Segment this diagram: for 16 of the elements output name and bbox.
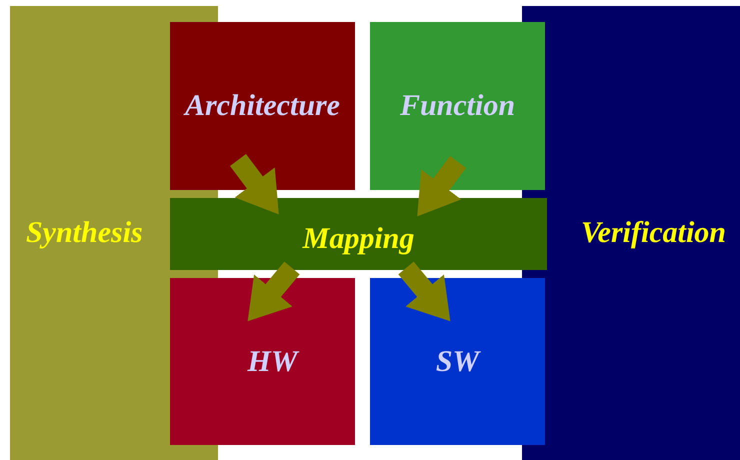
process-box xyxy=(370,278,545,445)
node-label: Mapping xyxy=(302,222,414,256)
block-arrow xyxy=(230,154,279,214)
node-label: Architecture xyxy=(185,89,340,123)
node-label: HW xyxy=(247,344,298,378)
node-label: SW xyxy=(436,344,480,378)
node-label: Function xyxy=(400,89,516,123)
block-arrow xyxy=(417,156,466,216)
node-label: Synthesis xyxy=(26,216,143,250)
node-label: Verification xyxy=(580,216,726,250)
process-box xyxy=(170,22,355,190)
block-arrow xyxy=(248,262,300,322)
side-band xyxy=(522,6,740,460)
process-box xyxy=(170,278,355,445)
process-box xyxy=(370,22,545,190)
mapping-bar xyxy=(170,198,547,270)
